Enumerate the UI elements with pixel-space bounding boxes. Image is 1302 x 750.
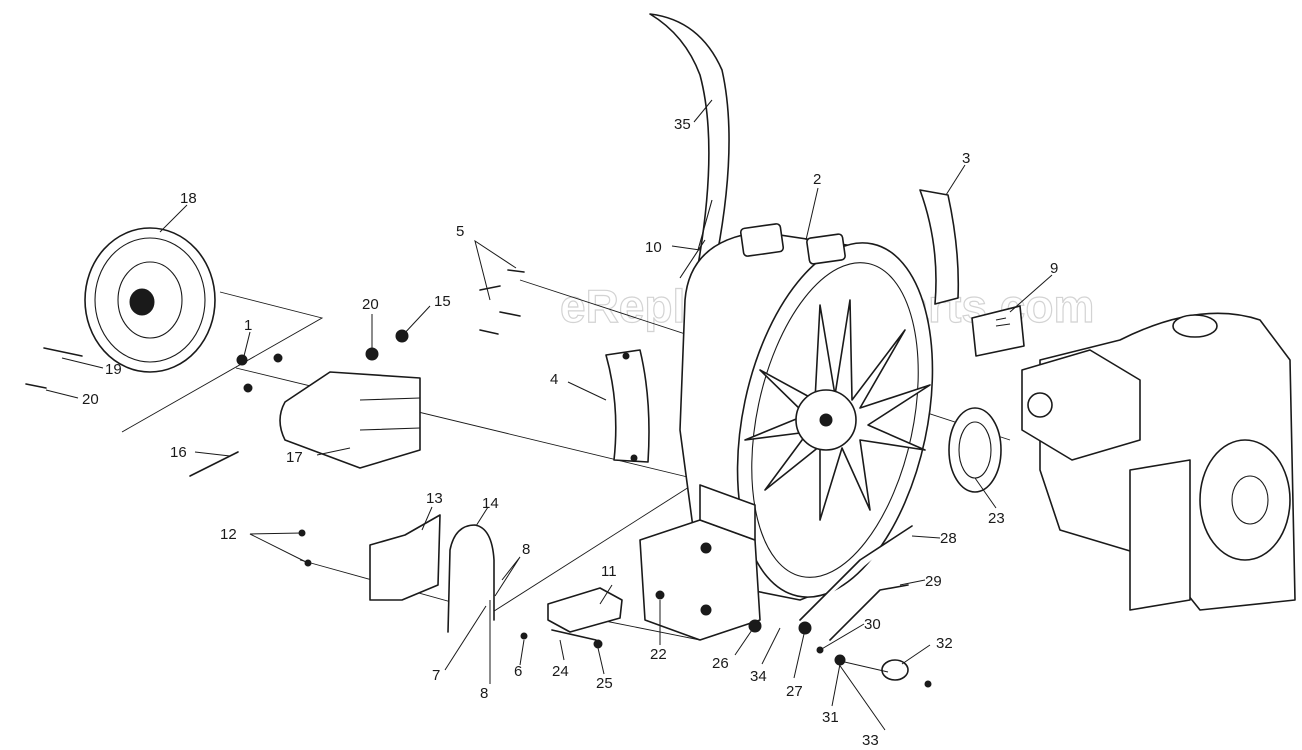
callout-7: 7	[432, 667, 440, 684]
wheel-part	[84, 227, 216, 373]
label-plate-part	[971, 305, 1025, 357]
callout-11: 11	[601, 563, 617, 580]
cable-28-part	[799, 525, 913, 621]
callout-22: 22	[650, 646, 667, 663]
callout-5: 5	[456, 223, 464, 240]
callout-4: 4	[550, 371, 558, 388]
callout-35: 35	[674, 116, 691, 133]
callout-31: 31	[822, 709, 839, 726]
callout-24: 24	[552, 663, 569, 680]
side-panel-part	[919, 189, 960, 305]
callout-20a: 20	[362, 296, 379, 313]
impeller-part	[744, 299, 931, 521]
callout-20b: 20	[82, 391, 99, 408]
callout-8a: 8	[522, 541, 530, 558]
callout-29: 29	[925, 573, 942, 590]
callout-9: 9	[1050, 260, 1058, 277]
callout-30: 30	[864, 616, 881, 633]
callout-1: 1	[244, 317, 252, 334]
callout-labels: 1 2 3 4 5 6 7 8 8 9 10 11 12 13 14 15 16…	[82, 116, 1058, 749]
callout-6: 6	[514, 663, 522, 680]
callout-14: 14	[482, 495, 499, 512]
callout-10: 10	[645, 239, 662, 256]
callout-19: 19	[105, 361, 122, 378]
curved-deflector-part	[649, 13, 730, 283]
wheel-bracket-part	[279, 371, 421, 469]
callout-33: 33	[862, 732, 879, 749]
callout-18: 18	[180, 190, 197, 207]
engine-adapter-part	[948, 407, 1002, 493]
cable-29-part	[829, 584, 909, 641]
engine-part	[1021, 312, 1296, 611]
clamp-plate-part	[547, 587, 623, 633]
callout-34: 34	[750, 668, 767, 685]
callout-8b: 8	[480, 685, 488, 702]
callout-32: 32	[936, 635, 953, 652]
callout-3: 3	[962, 150, 970, 167]
mounting-bracket-part	[369, 514, 441, 601]
access-door-part	[605, 349, 650, 463]
u-bolt-part	[447, 524, 495, 633]
leader-lines	[45, 99, 1053, 731]
callout-2: 2	[813, 171, 821, 188]
callout-13: 13	[426, 490, 443, 507]
callout-15: 15	[434, 293, 451, 310]
callout-17: 17	[286, 449, 303, 466]
callout-28: 28	[940, 530, 957, 547]
hardware-parts	[25, 269, 932, 688]
blower-base-part	[639, 484, 761, 641]
callout-23: 23	[988, 510, 1005, 527]
callout-25: 25	[596, 675, 613, 692]
callout-26: 26	[712, 655, 729, 672]
callout-27: 27	[786, 683, 803, 700]
callout-12: 12	[220, 526, 237, 543]
callout-16: 16	[170, 444, 187, 461]
